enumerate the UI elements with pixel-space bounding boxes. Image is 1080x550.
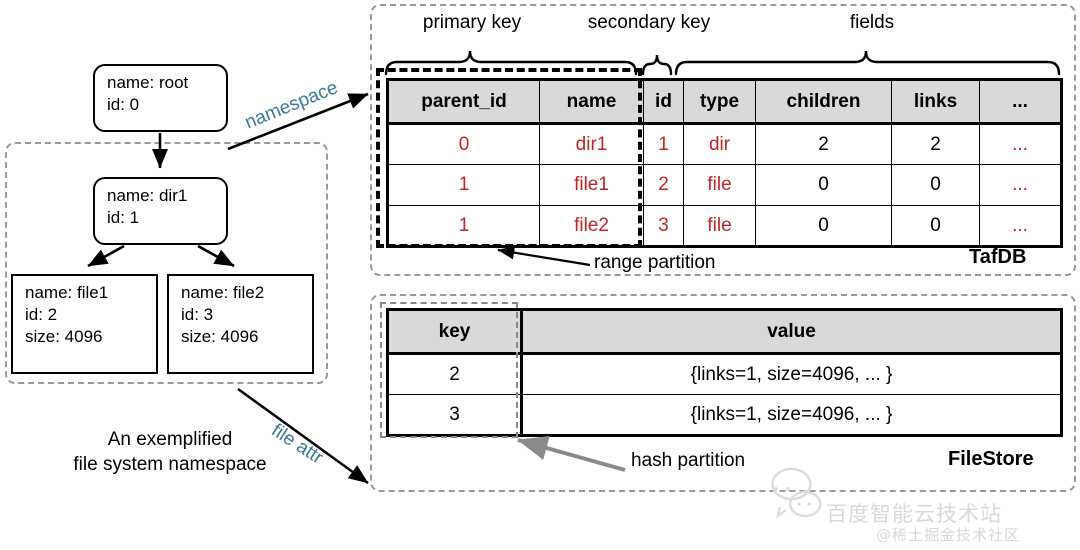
cell-name: dir1 [539, 123, 644, 165]
tafdb-col-name: name [539, 78, 644, 125]
cell-id: 3 [643, 205, 684, 248]
table-row: 2 {links=1, size=4096, ... } [386, 353, 1063, 395]
cell-links: 0 [891, 205, 980, 248]
cell-name: file1 [539, 164, 644, 206]
tafdb-col-parent-id: parent_id [386, 78, 540, 125]
cell-parent-id: 1 [386, 205, 540, 248]
cell-children: 0 [755, 205, 892, 248]
cell-links: 0 [891, 164, 980, 206]
cell-children: 2 [755, 123, 892, 165]
cell-type: file [683, 205, 756, 248]
cell-parent-id: 1 [386, 164, 540, 206]
cell-more: ... [979, 205, 1063, 248]
filestore-panel-label: FileStore [948, 448, 1034, 470]
fields-group-label: fields [849, 12, 895, 33]
tafdb-panel-label: TafDB [969, 246, 1027, 268]
cell-links: 2 [891, 123, 980, 165]
namespace-connector-label: namespace [242, 77, 341, 134]
cell-children: 0 [755, 164, 892, 206]
hash-partition-annotation: hash partition [631, 450, 746, 471]
filestore-panel [370, 294, 1076, 492]
cell-id: 2 [643, 164, 684, 206]
table-row: 3 {links=1, size=4096, ... } [386, 394, 1063, 437]
table-row: 0 dir1 1 dir 2 2 ... [386, 123, 1063, 165]
watermark-secondary: @稀土掘金技术社区 [876, 526, 1021, 544]
tree-node-dir1: name: dir1 id: 1 [93, 177, 228, 245]
filestore-col-value: value [521, 308, 1063, 355]
watermark-primary: 百度智能云技术站 [826, 502, 1002, 526]
tafdb-table: parent_id name id type children links ..… [386, 78, 1063, 248]
filestore-table: key value 2 {links=1, size=4096, ... } 3… [386, 308, 1063, 437]
tafdb-panel [370, 4, 1076, 276]
filestore-col-key: key [386, 308, 523, 355]
tree-node-root: name: root id: 0 [93, 64, 228, 132]
cell-key: 3 [386, 394, 523, 437]
tafdb-col-id: id [643, 78, 684, 125]
tafdb-col-more: ... [979, 78, 1063, 125]
secondary-key-group-label: secondary key [587, 12, 711, 33]
cell-type: file [683, 164, 756, 206]
tafdb-col-children: children [755, 78, 892, 125]
table-row: 1 file1 2 file 0 0 ... [386, 164, 1063, 206]
cell-key: 2 [386, 353, 523, 395]
cell-parent-id: 0 [386, 123, 540, 165]
cell-id: 1 [643, 123, 684, 165]
tree-node-file1: name: file1 id: 2 size: 4096 [11, 274, 158, 374]
tree-node-file2: name: file2 id: 3 size: 4096 [167, 274, 314, 374]
cell-value: {links=1, size=4096, ... } [521, 353, 1063, 395]
cell-more: ... [979, 123, 1063, 165]
cell-value: {links=1, size=4096, ... } [521, 394, 1063, 437]
tafdb-col-type: type [683, 78, 756, 125]
cell-name: file2 [539, 205, 644, 248]
table-row: 1 file2 3 file 0 0 ... [386, 205, 1063, 248]
filestore-header-row: key value [386, 308, 1063, 355]
tafdb-header-row: parent_id name id type children links ..… [386, 78, 1063, 125]
namespace-dashed-region [5, 142, 328, 384]
primary-key-group-label: primary key [422, 12, 522, 33]
range-partition-annotation: range partition [594, 252, 716, 273]
cell-more: ... [979, 164, 1063, 206]
cell-type: dir [683, 123, 756, 165]
tafdb-col-links: links [891, 78, 980, 125]
